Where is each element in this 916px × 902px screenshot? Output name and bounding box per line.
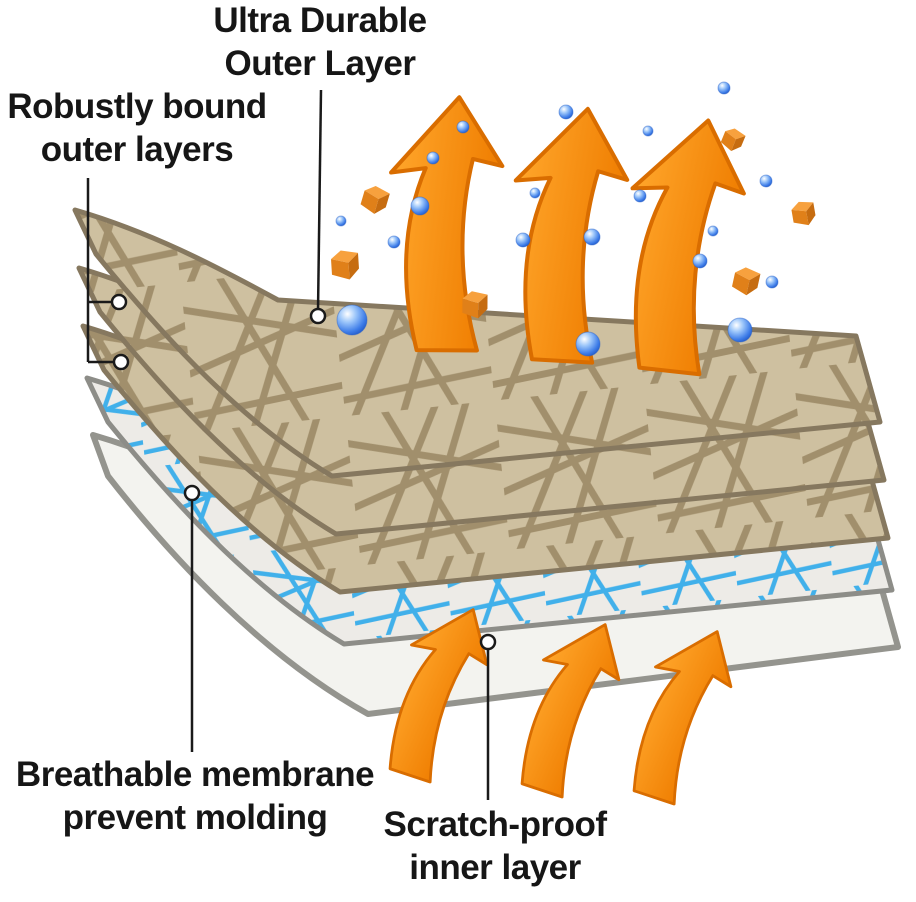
label-line: prevent molding (62, 797, 328, 837)
water-droplet-icon (717, 81, 731, 95)
water-droplet-icon (575, 331, 601, 357)
water-droplet-icon (583, 228, 601, 246)
water-droplet-icon (336, 304, 368, 336)
water-droplet-icon (765, 275, 779, 289)
leader-dot-outer-layer (309, 307, 327, 325)
water-droplet-icon (426, 151, 440, 165)
water-droplets (335, 81, 779, 357)
water-droplet-icon (692, 253, 708, 269)
label-line: Robustly bound (7, 87, 267, 126)
water-droplet-icon (558, 104, 574, 120)
water-droplet-icon (456, 120, 470, 134)
label-breathable-membrane: Breathable membrane prevent molding (0, 754, 390, 839)
debris-cube-icon (731, 265, 762, 297)
label-line: Outer Layer (224, 43, 416, 83)
water-droplet-icon (335, 215, 347, 227)
leader-dot-bound-layer-2 (110, 293, 128, 311)
leader-lines (86, 89, 497, 800)
leader-dot-membrane (183, 484, 201, 502)
water-droplet-icon (529, 187, 541, 199)
water-droplet-icon (515, 232, 531, 248)
water-droplet-icon (707, 225, 719, 237)
debris-cube-icon (359, 183, 391, 217)
water-droplet-icon (410, 196, 430, 216)
leader-dot-bound-layer-3 (112, 353, 130, 371)
label-line: Breathable membrane (15, 755, 375, 794)
label-line: Scratch-proof (383, 805, 607, 844)
leader-dot-inner-layer (479, 633, 497, 651)
water-droplet-icon (642, 125, 654, 137)
label-ultra-durable-outer-layer: Ultra Durable Outer Layer (170, 0, 470, 85)
debris-cube-icon (789, 198, 819, 229)
leader-outer-layer (316, 89, 323, 312)
outer-layer-sheet-1 (72, 207, 883, 479)
label-line: Ultra Durable (213, 1, 427, 40)
water-droplet-icon (727, 317, 753, 343)
label-scratch-proof-inner-layer: Scratch-proof inner layer (345, 804, 645, 889)
layer-stack (72, 207, 901, 717)
label-robustly-bound-outer-layers: Robustly bound outer layers (0, 86, 282, 171)
water-droplet-icon (759, 174, 773, 188)
leader-bound-layers (86, 178, 113, 364)
label-line: outer layers (40, 129, 234, 169)
water-droplet-icon (387, 235, 401, 249)
debris-cube-icon (328, 248, 362, 282)
water-droplet-icon (633, 189, 647, 203)
label-line: inner layer (409, 847, 581, 887)
